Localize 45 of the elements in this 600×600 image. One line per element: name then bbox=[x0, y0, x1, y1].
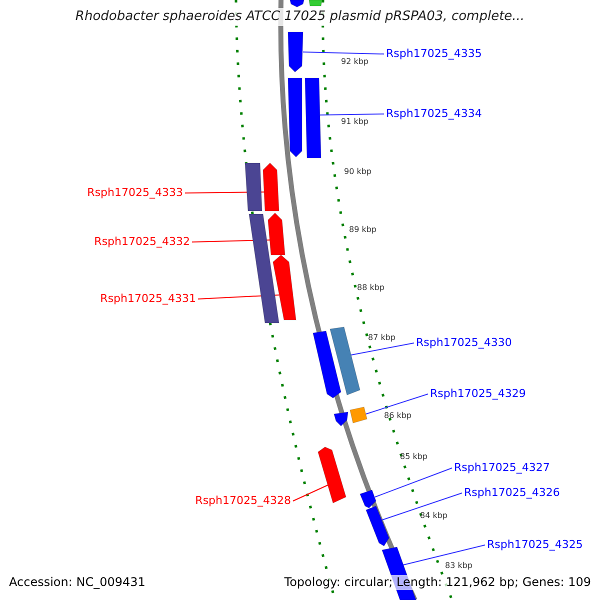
leader-line bbox=[320, 114, 384, 116]
gene-label: Rsph17025_4331 bbox=[100, 292, 196, 306]
leader-line bbox=[366, 394, 428, 414]
gene-label: Rsph17025_4332 bbox=[94, 235, 190, 249]
tick-label: 91 kbp bbox=[341, 117, 369, 126]
gene-label: Rsph17025_4335 bbox=[386, 47, 482, 61]
accession-text: Accession: NC_009431 bbox=[9, 575, 146, 590]
gene-feature bbox=[334, 412, 348, 426]
tick-label: 86 kbp bbox=[384, 411, 412, 420]
gene-label: Rsph17025_4333 bbox=[87, 186, 183, 200]
gene-label: Rsph17025_4326 bbox=[464, 486, 560, 500]
tick-label: 92 kbp bbox=[341, 57, 369, 66]
gene-feature bbox=[304, 78, 322, 158]
gene-feature bbox=[318, 446, 346, 504]
gene-feature bbox=[288, 78, 302, 158]
tick-label: 83 kbp bbox=[445, 561, 473, 570]
gene-label: Rsph17025_4329 bbox=[430, 387, 526, 401]
leader-line bbox=[350, 342, 414, 356]
tick-label: 85 kbp bbox=[400, 452, 428, 461]
gene-label: Rsph17025_4325 bbox=[487, 538, 583, 552]
leader-line bbox=[382, 492, 462, 520]
gene-feature bbox=[366, 506, 390, 546]
tick-label: 88 kbp bbox=[357, 283, 385, 292]
leader-line bbox=[302, 52, 384, 54]
tick-label: 87 kbp bbox=[368, 333, 396, 342]
gene-feature bbox=[288, 32, 304, 72]
leader-line bbox=[402, 544, 486, 566]
gene-feature bbox=[248, 214, 280, 324]
gene-feature bbox=[330, 326, 360, 396]
leader-line bbox=[374, 468, 452, 498]
gene-feature bbox=[268, 212, 286, 256]
gene-feature bbox=[312, 330, 342, 398]
gene-label: Rsph17025_4327 bbox=[454, 461, 550, 475]
gene-feature bbox=[262, 162, 280, 212]
gene-label: Rsph17025_4334 bbox=[386, 107, 482, 121]
summary-text: Topology: circular; Length: 121,962 bp; Genes: 109 bbox=[284, 575, 591, 590]
tick-label: 90 kbp bbox=[344, 167, 372, 176]
tick-label: 89 kbp bbox=[349, 225, 377, 234]
gene-label: Rsph17025_4328 bbox=[195, 494, 291, 508]
gene-feature bbox=[244, 162, 262, 212]
gene-feature bbox=[350, 406, 368, 424]
gene-feature bbox=[360, 490, 376, 508]
tick-label: 84 kbp bbox=[420, 511, 448, 520]
gene-label: Rsph17025_4330 bbox=[416, 336, 512, 350]
leader-line bbox=[292, 484, 328, 502]
